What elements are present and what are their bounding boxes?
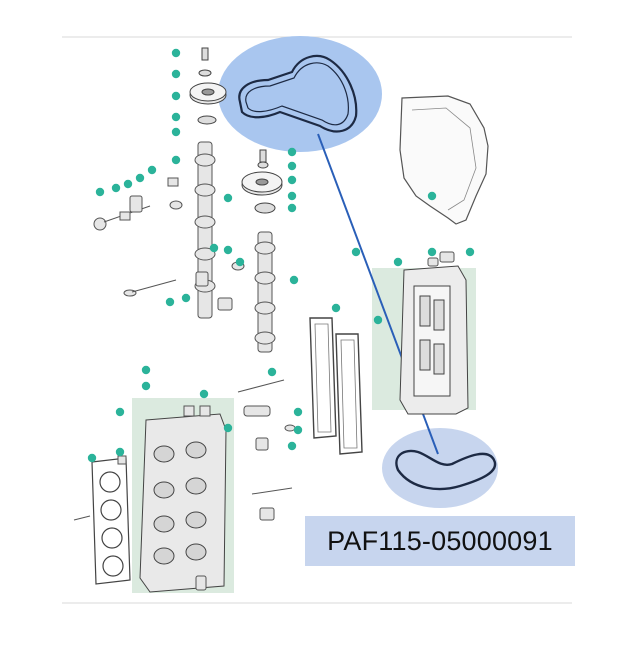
callout-11	[287, 191, 297, 201]
callout-24	[289, 275, 299, 285]
callout-32	[115, 407, 125, 417]
callout-39	[293, 425, 303, 435]
callout-15	[123, 179, 133, 189]
callout-19	[209, 243, 219, 253]
gasket-right	[335, 333, 363, 455]
callout-10	[287, 175, 297, 185]
sprocket-left	[189, 82, 227, 105]
callout-29	[427, 247, 437, 257]
callout-34	[141, 381, 151, 391]
callout-25	[331, 303, 341, 313]
callout-12	[287, 203, 297, 213]
callout-layer	[87, 48, 475, 463]
callout-37	[223, 423, 233, 433]
callout-8	[287, 147, 297, 157]
callout-42	[115, 447, 125, 457]
head-gasket	[91, 457, 131, 585]
timing-belt-top	[238, 54, 358, 133]
valve-cover	[399, 265, 469, 415]
callout-33	[141, 365, 151, 375]
part-number-label: PAF115-05000091	[305, 516, 575, 566]
callout-4	[171, 91, 181, 101]
timing-belt-bottom	[395, 449, 497, 491]
callout-35	[199, 389, 209, 399]
callout-18	[223, 193, 233, 203]
cylinder-head	[139, 413, 227, 593]
callout-21	[235, 257, 245, 267]
callout-40	[287, 441, 297, 451]
callout-9	[287, 161, 297, 171]
camshaft-left	[194, 141, 216, 319]
callout-26	[351, 247, 361, 257]
timing-cover	[399, 95, 489, 225]
callout-17	[147, 165, 157, 175]
belt-highlight-top	[218, 36, 382, 152]
callout-16	[135, 173, 145, 183]
callout-14	[111, 183, 121, 193]
belt-highlight-bottom	[382, 428, 498, 508]
callout-13	[95, 187, 105, 197]
callout-22	[165, 297, 175, 307]
callout-6	[171, 127, 181, 137]
callout-23	[181, 293, 191, 303]
callout-3	[171, 69, 181, 79]
callout-28	[393, 257, 403, 267]
gasket-left	[309, 317, 337, 439]
callout-36	[267, 367, 277, 377]
callout-5	[171, 112, 181, 122]
sprocket-right	[241, 171, 283, 196]
callout-27	[427, 191, 437, 201]
callout-30	[465, 247, 475, 257]
callout-31	[373, 315, 383, 325]
callout-2	[171, 48, 181, 58]
callout-41	[87, 453, 97, 463]
camshaft-right	[254, 231, 276, 353]
callout-7	[171, 155, 181, 165]
callout-38	[293, 407, 303, 417]
callout-20	[223, 245, 233, 255]
